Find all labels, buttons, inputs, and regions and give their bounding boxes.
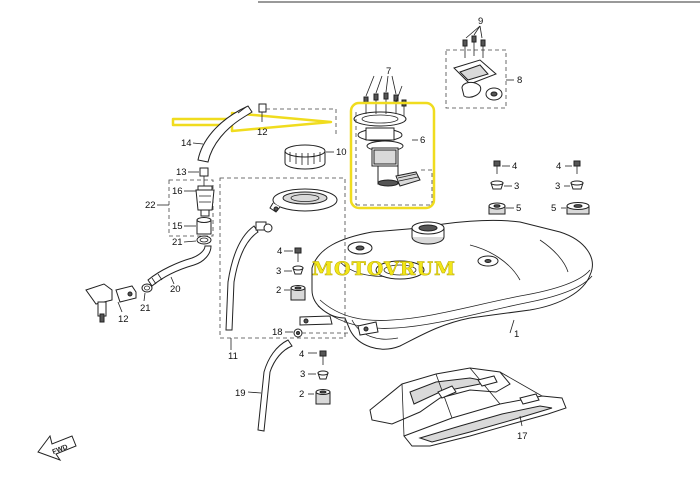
label-5-a: 5 — [516, 203, 521, 214]
fwd-arrow-icon: FWD — [37, 434, 77, 461]
heat-shield-17 — [369, 367, 567, 447]
label-16: 16 — [172, 186, 183, 197]
hose-11 — [225, 221, 273, 331]
clamp-21-lower — [141, 283, 153, 293]
group-box-11 — [219, 177, 346, 339]
fuel-cap-10 — [284, 144, 326, 170]
hose-15 — [196, 217, 212, 235]
fuel-pump-assembly — [353, 92, 433, 206]
group-box-8 — [445, 49, 507, 109]
label-5-b: 5 — [551, 203, 556, 214]
label-20: 20 — [170, 284, 181, 295]
label-4-c: 4 — [277, 246, 282, 257]
fuel-tank — [299, 219, 593, 350]
pump-highlight-box — [349, 101, 436, 210]
label-17: 17 — [517, 431, 528, 442]
breather-hose-14 — [197, 105, 253, 163]
group-box-22 — [168, 179, 214, 237]
label-12-top: 12 — [257, 127, 268, 138]
hardware-left-b — [315, 350, 331, 405]
label-22: 22 — [145, 200, 156, 211]
label-18: 18 — [272, 327, 283, 338]
label-9: 9 — [478, 16, 483, 27]
label-4-b: 4 — [556, 161, 561, 172]
label-12-bottom: 12 — [118, 314, 129, 325]
label-11: 11 — [228, 351, 238, 362]
label-15: 15 — [172, 221, 183, 232]
label-21-lower: 21 — [140, 303, 151, 314]
hardware-right-b — [566, 160, 590, 215]
label-1: 1 — [514, 329, 519, 340]
filler-ring — [269, 188, 338, 213]
fuel-hose-20 — [147, 245, 212, 287]
label-4-d: 4 — [299, 349, 304, 360]
label-10: 10 — [336, 147, 347, 158]
hardware-left-a — [290, 247, 306, 301]
hardware-right-a — [488, 160, 506, 215]
label-21-upper: 21 — [172, 237, 183, 248]
bracket-8 — [453, 59, 503, 101]
label-3-d: 3 — [300, 369, 305, 380]
clip-12-top — [258, 103, 267, 122]
label-3-b: 3 — [555, 181, 560, 192]
fuel-filter-16 — [195, 185, 215, 217]
clip-13 — [199, 167, 209, 186]
drain-hose-19 — [257, 339, 293, 432]
label-3-c: 3 — [276, 266, 281, 277]
label-2-a: 2 — [276, 285, 281, 296]
label-7: 7 — [386, 66, 391, 77]
injector-12 — [85, 283, 137, 323]
label-3-a: 3 — [514, 181, 519, 192]
highlight-arrow — [171, 111, 333, 133]
label-19: 19 — [235, 388, 246, 399]
label-8: 8 — [517, 75, 522, 86]
bolts-9 — [462, 35, 486, 58]
clamp-21-upper — [196, 235, 212, 245]
label-4-a: 4 — [512, 161, 517, 172]
label-2-b: 2 — [299, 389, 304, 400]
label-13: 13 — [176, 167, 187, 178]
label-14: 14 — [181, 138, 192, 149]
label-6: 6 — [420, 135, 425, 146]
clip-18 — [293, 328, 303, 338]
watermark-text: MOTOVRUM — [312, 258, 456, 280]
